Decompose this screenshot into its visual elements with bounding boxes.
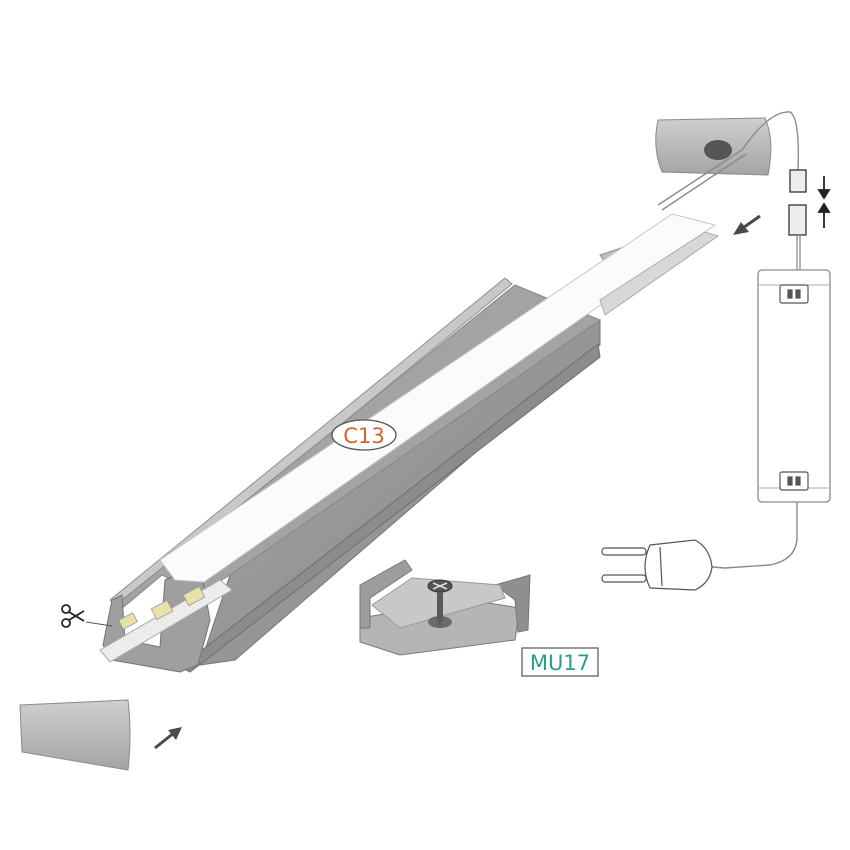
led-chips bbox=[118, 585, 206, 630]
clip-left-wall bbox=[359, 559, 413, 629]
mains-cable bbox=[711, 502, 798, 569]
profile-label-text: C13 bbox=[343, 424, 384, 448]
led-chip bbox=[182, 585, 206, 607]
end-cap-left bbox=[19, 699, 131, 771]
clip-label-text: MU17 bbox=[530, 651, 590, 675]
arrow-icon bbox=[733, 214, 761, 235]
end-cap-right bbox=[655, 117, 772, 176]
clip-label: MU17 bbox=[521, 647, 599, 677]
arrow-icon bbox=[154, 727, 182, 750]
clip-right-wall bbox=[493, 574, 531, 633]
power-plug-icon bbox=[601, 539, 713, 591]
mounting-clip bbox=[359, 559, 531, 656]
connector-female bbox=[788, 204, 807, 236]
profile-lower-wall bbox=[179, 343, 601, 673]
driver-body bbox=[757, 269, 831, 503]
profile-label-frame bbox=[331, 419, 397, 451]
cable-hole bbox=[704, 140, 732, 160]
led-driver bbox=[757, 269, 831, 503]
screw-icon bbox=[427, 579, 453, 626]
aluminium-profile bbox=[99, 213, 720, 673]
driver-mount-tab bbox=[779, 284, 809, 491]
scissors-icon bbox=[61, 604, 85, 628]
diffuser-rear bbox=[599, 231, 720, 316]
power-cable bbox=[657, 111, 800, 211]
compress-arrows-icon bbox=[817, 176, 831, 228]
profile-label: C13 bbox=[331, 419, 397, 451]
end-cap-left-body bbox=[19, 699, 131, 771]
connector-male bbox=[789, 169, 807, 193]
led-chip bbox=[118, 612, 138, 630]
connector-icon bbox=[788, 169, 807, 270]
led-chip bbox=[150, 599, 174, 621]
diffuser-cover bbox=[159, 213, 717, 583]
clip-label-frame bbox=[521, 647, 599, 677]
cut-line bbox=[85, 621, 113, 627]
